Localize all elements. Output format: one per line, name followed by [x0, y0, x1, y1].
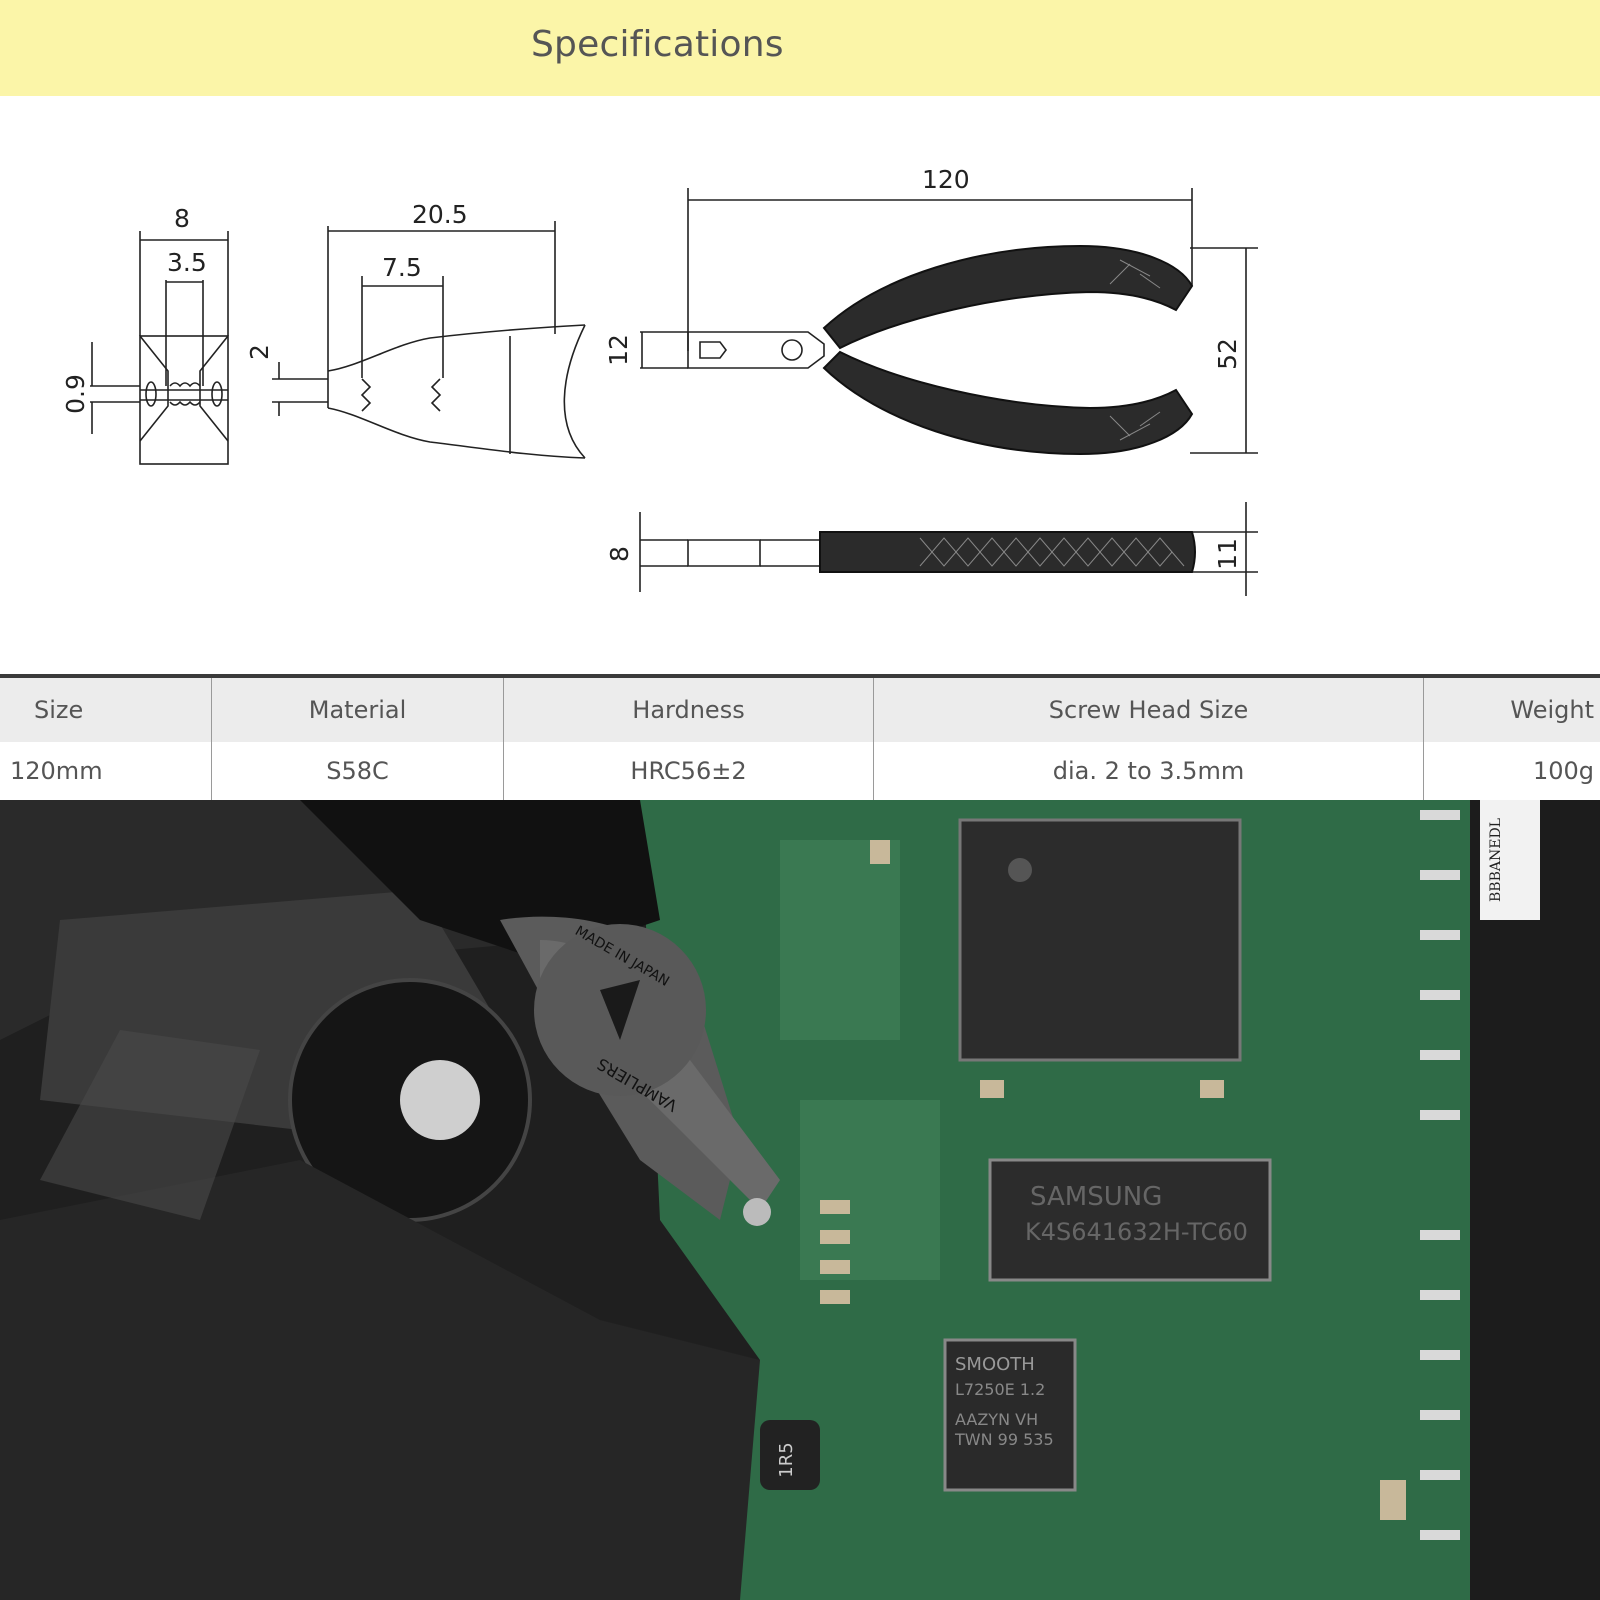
- chip-label-part: K4S641632H-TC60: [1025, 1218, 1248, 1246]
- dim-jaw-groove: 7.5: [382, 253, 422, 282]
- dim-jaw-length: 20.5: [412, 200, 468, 229]
- chip-label-l7250e: L7250E 1.2: [955, 1380, 1045, 1399]
- header-banner: Specifications: [0, 0, 1600, 96]
- product-photo: SAMSUNG K4S641632H-TC60 SMOOTH L7250E 1.…: [0, 800, 1600, 1600]
- dim-overall-height: 52: [1213, 338, 1242, 370]
- value-hardness: HRC56±2: [504, 742, 874, 800]
- drawing-svg: 8 3.5 0.9 20.5 7.5 2 120 12 52 8 11: [61, 165, 1258, 596]
- plier-top-view: [640, 188, 1258, 454]
- photo-svg: SAMSUNG K4S641632H-TC60 SMOOTH L7250E 1.…: [0, 800, 1600, 1600]
- header-weight: Weight: [1510, 696, 1594, 724]
- spec-table-header: Size Material Hardness Screw Head Size W…: [0, 678, 1600, 743]
- spec-table-row: 120mm S58C HRC56±2 dia. 2 to 3.5mm 100g: [0, 742, 1600, 800]
- dim-front-gap: 3.5: [167, 248, 207, 277]
- pliers-photo: MADE IN JAPAN VAMPLIERS: [300, 800, 780, 1226]
- dim-jaw-tip: 2: [245, 344, 274, 360]
- dim-front-width: 8: [174, 204, 190, 233]
- header-size: Size: [0, 678, 212, 742]
- header-hardness: Hardness: [504, 678, 874, 742]
- dim-side-head: 8: [605, 546, 634, 562]
- dim-side-handle: 11: [1213, 538, 1242, 570]
- dim-head-height: 12: [604, 334, 633, 366]
- value-weight: 100g: [1532, 757, 1594, 785]
- technical-drawing: 8 3.5 0.9 20.5 7.5 2 120 12 52 8 11: [0, 96, 1600, 674]
- barcode-label: BBBANEDL: [1488, 818, 1504, 902]
- chip-label-aazyn: AAZYN VH: [955, 1410, 1038, 1429]
- value-size: 120mm: [0, 742, 212, 800]
- inductor-label: 1R5: [776, 1442, 797, 1477]
- controller-chip: SMOOTH L7250E 1.2 AAZYN VH TWN 99 535: [943, 1338, 1077, 1492]
- dim-overall-length: 120: [922, 165, 970, 194]
- jaw-profile-view: [272, 221, 586, 459]
- main-chip: [958, 818, 1242, 1062]
- value-material: S58C: [212, 742, 504, 800]
- chip-label-smooth: SMOOTH: [955, 1354, 1035, 1375]
- chip-label-samsung: SAMSUNG: [1030, 1182, 1162, 1212]
- spec-table: Size Material Hardness Screw Head Size W…: [0, 674, 1600, 800]
- chip-label-twn: TWN 99 535: [954, 1430, 1054, 1449]
- value-screw-head-size: dia. 2 to 3.5mm: [874, 742, 1424, 800]
- page-title: Specifications: [531, 24, 784, 65]
- dim-front-thickness: 0.9: [61, 374, 90, 414]
- sdram-chip: SAMSUNG K4S641632H-TC60: [988, 1158, 1272, 1282]
- header-screw-head-size: Screw Head Size: [874, 678, 1424, 742]
- header-material: Material: [212, 678, 504, 742]
- front-view: [90, 231, 229, 465]
